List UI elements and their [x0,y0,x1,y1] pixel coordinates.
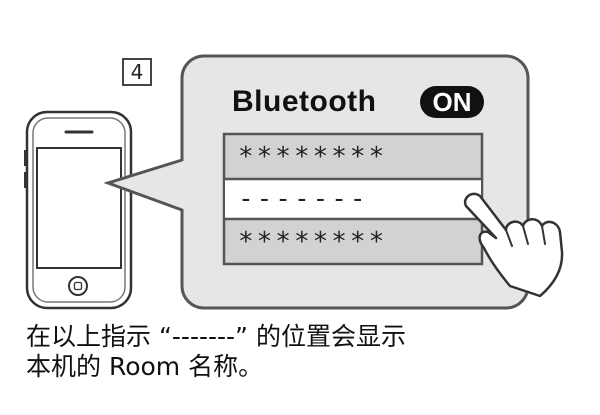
device-row-1[interactable]: ******** [238,142,388,172]
status-badge: ON [420,86,484,118]
device-row-selected[interactable]: ------- [238,184,369,214]
pointing-hand-icon [463,192,564,298]
caption-line-1: 在以上指示 “-------” 的位置会显示 [26,322,406,351]
bluetooth-title: Bluetooth [232,85,377,118]
step-number: 4 [122,58,152,86]
smartphone-icon [24,110,133,310]
bubble-pointer [108,160,184,210]
caption-line-2: 本机的 Room 名称。 [26,352,264,381]
home-button-icon [68,276,88,296]
device-row-3[interactable]: ******** [238,227,388,257]
selected-row-bg [225,179,481,219]
